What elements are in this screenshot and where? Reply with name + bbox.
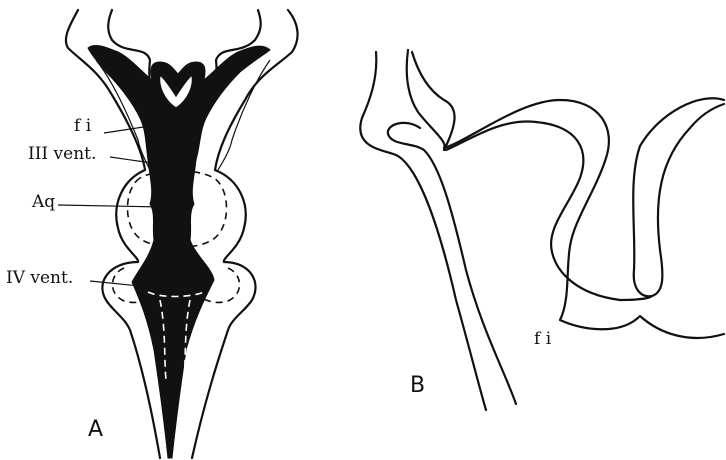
panel-b: f i B <box>360 50 724 410</box>
panel-b-outer-contour <box>360 52 486 410</box>
leader-fi <box>104 126 150 133</box>
panel-a-center-dot <box>174 99 179 104</box>
label-fourth-vent: IV vent. <box>6 268 73 288</box>
label-aq: Aq <box>31 192 55 212</box>
panel-b-top-wave <box>412 52 455 150</box>
leader-aq <box>58 205 163 207</box>
panel-a: f i III vent. Aq IV vent. A <box>6 10 298 458</box>
panel-b-label: B <box>410 373 425 398</box>
panel-a-label: A <box>88 417 103 442</box>
panel-b-right-bulge <box>633 98 724 296</box>
panel-a-ventricular-system <box>88 45 270 458</box>
panel-b-inner-curve <box>446 122 652 300</box>
label-fi-a: f i <box>74 116 92 136</box>
label-third-vent: III vent. <box>28 144 96 164</box>
label-fi-b: f i <box>534 329 552 349</box>
